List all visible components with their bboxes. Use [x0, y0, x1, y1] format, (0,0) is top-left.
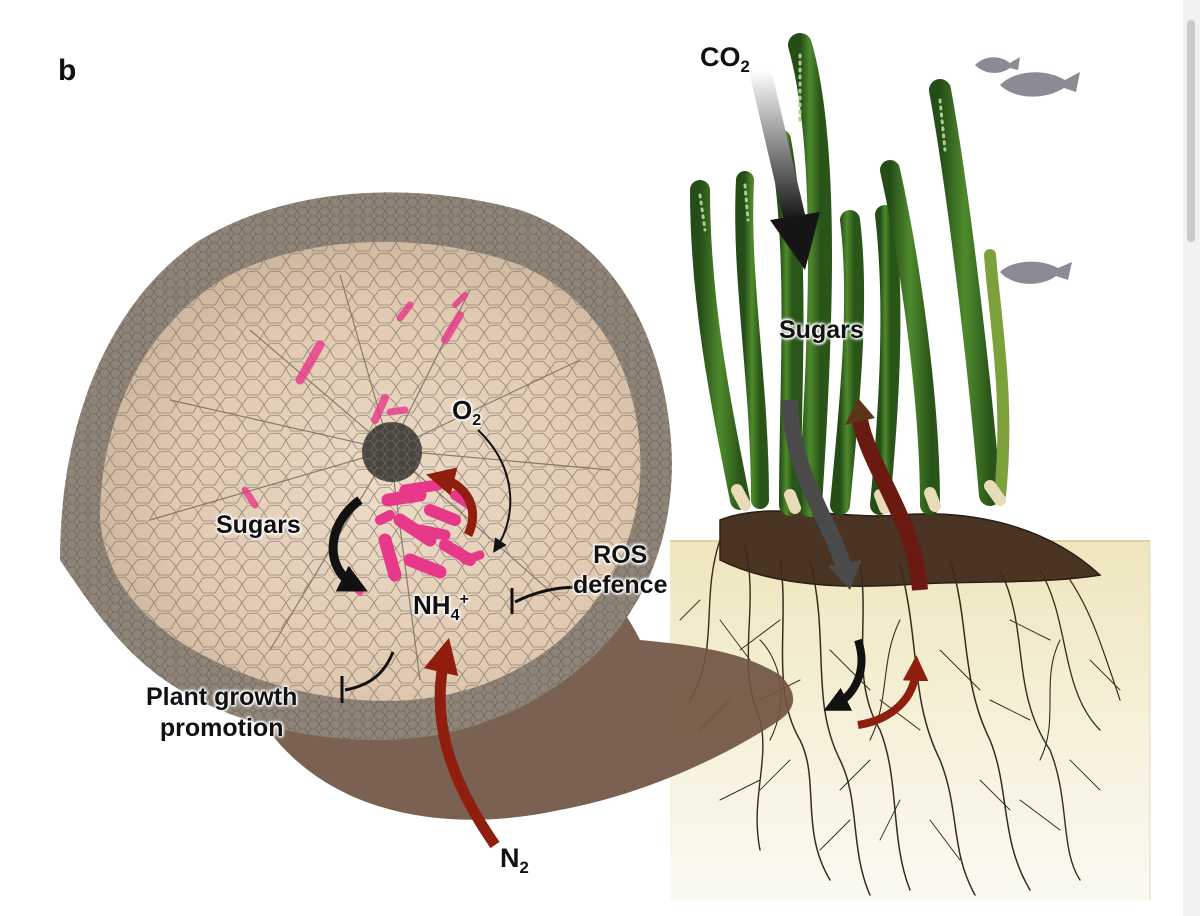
- panel-letter: b: [58, 54, 77, 87]
- nitrogen-export-arrow: [426, 467, 478, 537]
- n2-label: N2: [500, 843, 529, 876]
- nitrogen-up-arrow: [845, 398, 928, 591]
- scrollbar-thumb[interactable]: [1187, 20, 1195, 242]
- nh4-sub: 4: [450, 605, 460, 624]
- sugars-root-label: Sugars: [216, 511, 301, 539]
- nh4-sup: +: [459, 590, 469, 609]
- co2-arrow: [749, 67, 820, 270]
- nh4-label: NH4+: [413, 590, 469, 622]
- n2-sub: 2: [519, 857, 529, 877]
- sugars-down-arrow: [782, 399, 862, 590]
- plant-growth-label: Plant growth promotion: [146, 682, 297, 743]
- bacteria-icon: [241, 292, 485, 596]
- co2-label: CO2: [700, 42, 750, 75]
- root-cycle-arrows: [823, 638, 929, 729]
- nh4-main: NH: [413, 590, 451, 620]
- co2-main: CO: [700, 42, 741, 72]
- co2-sub: 2: [740, 56, 750, 76]
- plant-growth-line2: promotion: [159, 713, 284, 742]
- plant-growth-inhibition: [340, 651, 395, 703]
- o2-main: O: [452, 395, 473, 425]
- ros-line1: ROS: [593, 541, 648, 569]
- ros-line2: defence: [573, 571, 668, 599]
- o2-label: O2: [452, 395, 481, 428]
- fish-icon: [975, 57, 1080, 97]
- root-cross-section: [60, 192, 794, 820]
- sugars-plant-label: Sugars: [779, 316, 864, 344]
- plant-growth-line1: Plant growth: [146, 683, 298, 711]
- n2-fixation-arrow: [423, 637, 500, 849]
- oxygen-arrow: [477, 429, 512, 553]
- ros-label: ROS defence: [573, 540, 667, 600]
- fish-icon: [1000, 261, 1072, 284]
- n2-main: N: [500, 843, 520, 873]
- vertical-scrollbar[interactable]: [1183, 0, 1200, 916]
- o2-sub: 2: [472, 410, 482, 429]
- seagrass-icon: [690, 33, 1010, 517]
- sugars-arrow: [328, 496, 368, 592]
- ros-inhibition: [510, 585, 591, 614]
